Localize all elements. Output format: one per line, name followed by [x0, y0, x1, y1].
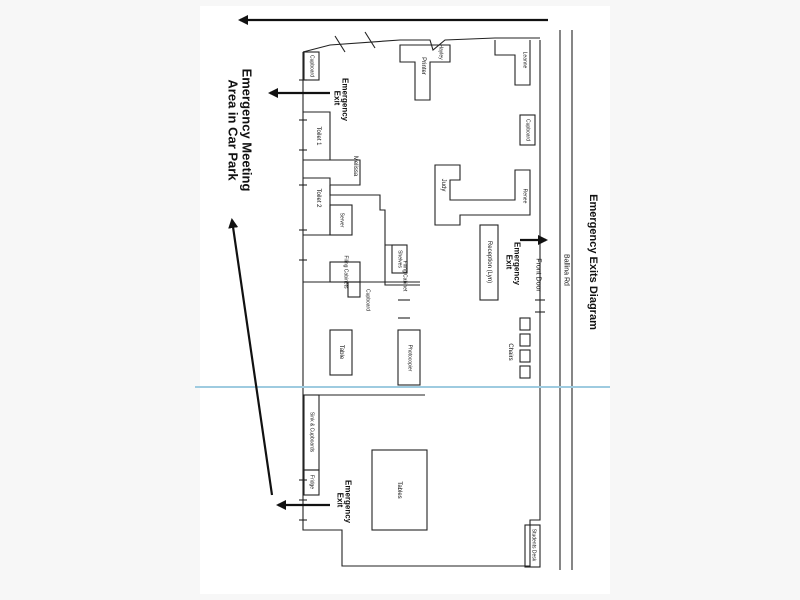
judy-label: Judy: [440, 178, 446, 192]
reception-desk: [479, 224, 499, 301]
chairs-label: Chairs: [507, 343, 513, 361]
table-label: Table: [338, 344, 344, 360]
server-box: [329, 204, 353, 236]
leanne-desk: [494, 40, 531, 86]
students-desk-box: [524, 524, 541, 568]
shelves-box: [391, 244, 408, 274]
cupboard-mid-label: Cupboard: [364, 289, 371, 311]
tables-label: Tables: [396, 481, 402, 499]
filing-cabinet-wall: [384, 244, 420, 286]
filing-cabinet-label: Filing Cabinet: [401, 260, 408, 292]
exit-label-front: Emergency Exit: [504, 242, 522, 286]
chairs-row: [519, 317, 531, 379]
printer-label: Printer: [420, 57, 426, 75]
fridge-box: [303, 469, 320, 496]
door-hatch: [364, 31, 376, 49]
meeting-area-label: Emergency Meeting Area in Car Park: [226, 68, 255, 192]
street-label: Ballina Rd: [562, 254, 570, 286]
cupboard-top-left-box: [303, 51, 320, 81]
exit-label-top: Emergency Exit: [332, 78, 350, 122]
hayley-desk: [399, 44, 451, 101]
renee-label: Renee: [521, 188, 528, 204]
wall-left: [302, 40, 541, 567]
cupboard-mid-box: [347, 281, 361, 298]
judy-desk: [434, 164, 531, 226]
sink-label: Sink & Cupboards: [308, 411, 315, 453]
tables-box: [371, 449, 428, 531]
arrow-to-car-park: [228, 218, 274, 496]
students-desk-label: Students Desk: [530, 528, 537, 562]
cupboard-right-box: [519, 114, 536, 146]
leanne-label: Leanne: [521, 51, 528, 69]
fridge-label: Fridge: [308, 474, 315, 490]
server-label: Server: [338, 212, 345, 228]
cupboard-right-label: Cupboard: [524, 119, 531, 141]
reception-label: Reception (Lyn): [486, 240, 492, 284]
filing-cabinets-label: Filing Cabinets: [342, 255, 349, 289]
front-door-label: Front Door: [534, 258, 542, 292]
melissa-office-wall: [329, 159, 386, 245]
toilet-2-label: Toilet 2: [315, 188, 321, 208]
photocopier-label: Photocopier: [406, 344, 413, 372]
table-box: [329, 329, 353, 376]
toilet-1-wall: [303, 111, 331, 161]
exit-label-bottom: Emergency Exit: [335, 480, 353, 524]
toilet-1-label: Toilet 1: [315, 126, 321, 146]
melissa-label: Melissa: [352, 155, 358, 177]
door-hatch: [334, 35, 346, 53]
diagram-title: Emergency Exits Diagram: [586, 194, 599, 330]
photocopier-box: [397, 329, 421, 386]
wall-ticks-left: [299, 79, 307, 521]
hayley-label: Hayley: [437, 44, 444, 60]
cupboard-top-left-label: Cupboard: [308, 55, 315, 77]
